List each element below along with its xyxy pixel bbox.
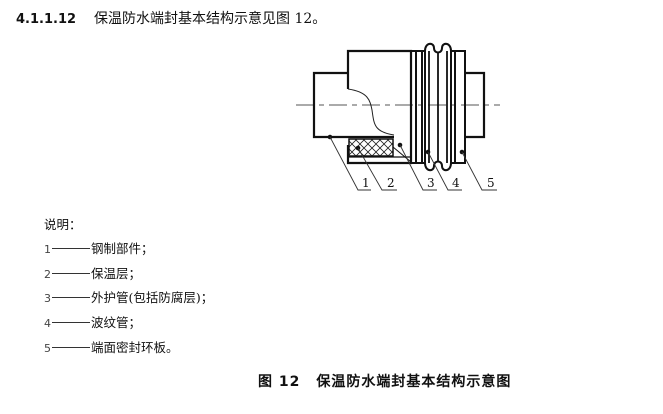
legend-item: 1 钢制部件； xyxy=(44,237,213,262)
legend-text: 保温层； xyxy=(91,265,142,281)
steel-pipe-left xyxy=(312,71,394,139)
legend-index: 3 xyxy=(44,292,51,306)
figure-caption: 图 12 保温防水端封基本结构示意图 xyxy=(258,371,511,391)
clause-number: 4.1.1.12 xyxy=(16,12,77,27)
legend-text: 端面密封环板。 xyxy=(91,339,179,355)
callout-4: 4 xyxy=(452,176,460,190)
legend-text: 波纹管； xyxy=(91,315,142,331)
leader-line-3 xyxy=(399,144,437,191)
legend-dash xyxy=(52,297,90,299)
legend-dash xyxy=(52,272,90,274)
outer-casing xyxy=(346,49,413,165)
leader-line-4 xyxy=(427,151,462,191)
legend-item: 5 端面密封环板。 xyxy=(44,336,213,361)
legend-text: 钢制部件； xyxy=(91,240,154,256)
legend-index: 5 xyxy=(44,341,51,355)
insulation-layer xyxy=(348,138,394,157)
break-line xyxy=(347,88,395,136)
figure-label: 图 12 xyxy=(258,374,301,390)
callout-5: 5 xyxy=(487,176,495,190)
leader-line-2 xyxy=(357,147,397,191)
legend-index: 2 xyxy=(44,267,51,281)
legend-dash xyxy=(52,346,90,348)
callout-1: 1 xyxy=(362,176,370,190)
casing-slope xyxy=(392,146,412,163)
callout-3: 3 xyxy=(427,176,435,190)
legend-item: 2 保温层； xyxy=(44,262,213,287)
legend-index: 4 xyxy=(44,317,51,331)
legend-item: 4 波纹管； xyxy=(44,311,213,336)
leader-line-5 xyxy=(461,151,497,191)
legend-item: 3 外护管(包括防腐层)； xyxy=(44,286,213,311)
legend-text: 外护管(包括防腐层)； xyxy=(91,290,214,306)
callout-2: 2 xyxy=(387,176,395,190)
leader-line-1 xyxy=(329,136,371,191)
figure-title: 保温防水端封基本结构示意图 xyxy=(316,374,512,390)
legend-index: 1 xyxy=(44,242,51,256)
legend-dash xyxy=(52,247,90,249)
legend: 说明： 1 钢制部件； 2 保温层； 3 外护管(包括防腐层)； 4 波纹管； 5 端面密… xyxy=(44,213,213,361)
clause-heading: 4.1.1.12 保温防水端封基本结构示意见图 12。 xyxy=(16,8,326,28)
legend-title: 说明： xyxy=(44,217,82,232)
legend-dash xyxy=(52,322,90,324)
end-seal-ring-plate xyxy=(454,50,466,164)
clause-text: 保温防水端封基本结构示意见图 12。 xyxy=(94,11,327,27)
steel-pipe-right xyxy=(465,71,486,139)
